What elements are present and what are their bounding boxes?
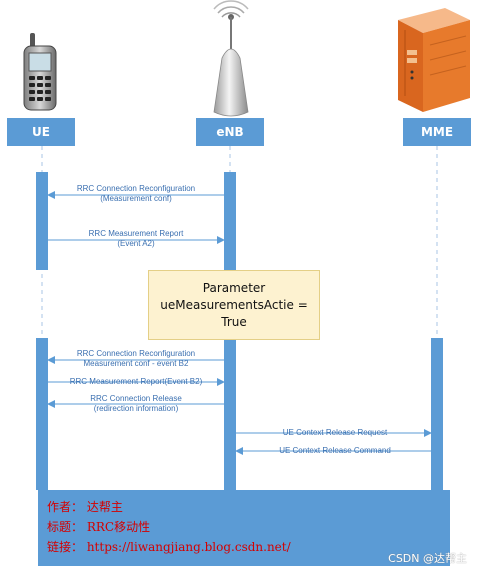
ue-activation-1	[36, 172, 48, 270]
msg-5-line1: RRC Connection Release	[90, 394, 182, 403]
server-cabinet-icon	[398, 8, 470, 112]
msg-3-line1: RRC Connection Reconfiguration	[76, 349, 196, 358]
ue-label: UE	[32, 125, 50, 139]
mme-entity-box: MME	[403, 118, 471, 146]
info-box: 作者： 达帮主 标题： RRC移动性 链接： https://liwangjia…	[38, 490, 450, 566]
note-line3: True	[221, 314, 247, 329]
msg-label-6: UE Context Release Request	[250, 428, 420, 438]
csdn-watermark: CSDN @达帮主	[388, 552, 467, 565]
mme-label: MME	[420, 125, 454, 139]
msg-1-line2: (Measurement conf)	[100, 194, 172, 203]
msg-label-1: RRC Connection Reconfiguration (Measurem…	[56, 184, 216, 204]
msg-label-2: RRC Measurement Report (Event A2)	[56, 229, 216, 249]
enb-label: eNB	[216, 125, 244, 139]
enb-activation-2	[224, 338, 236, 490]
msg-label-4: RRC Measurement Report(Event B2)	[56, 377, 216, 387]
ue-entity-box: UE	[7, 118, 75, 146]
note-line2: ueMeasurementsActie =	[160, 297, 308, 312]
msg-3-line2: Measurement conf - event B2	[83, 359, 189, 368]
link-text: 链接： https://liwangjiang.blog.csdn.net/	[47, 540, 291, 554]
antenna-tower-icon	[213, 0, 249, 117]
msg-1-line1: RRC Connection Reconfiguration	[76, 184, 196, 193]
msg-label-7: UE Context Release Command	[250, 446, 420, 456]
msg-6-line1: UE Context Release Request	[282, 428, 388, 437]
msg-2-line2: (Event A2)	[117, 239, 155, 248]
enb-activation-1	[224, 172, 236, 270]
note-line1: Parameter	[202, 280, 266, 295]
msg-label-5: RRC Connection Release (redirection info…	[56, 394, 216, 414]
enb-entity-box: eNB	[196, 118, 264, 146]
msg-7-line1: UE Context Release Command	[279, 446, 391, 455]
parameter-note: Parameter ueMeasurementsActie = True	[148, 270, 320, 340]
msg-2-line1: RRC Measurement Report	[88, 229, 184, 238]
msg-label-3: RRC Connection Reconfiguration Measureme…	[56, 349, 216, 369]
author-text: 作者： 达帮主	[47, 500, 123, 514]
mobile-phone-icon	[23, 33, 57, 111]
msg-5-line2: (redirection information)	[93, 404, 179, 413]
msg-4-line1: RRC Measurement Report(Event B2)	[69, 377, 203, 386]
mme-activation	[431, 338, 443, 490]
ue-activation-2	[36, 338, 48, 490]
title-text: 标题： RRC移动性	[47, 520, 151, 534]
